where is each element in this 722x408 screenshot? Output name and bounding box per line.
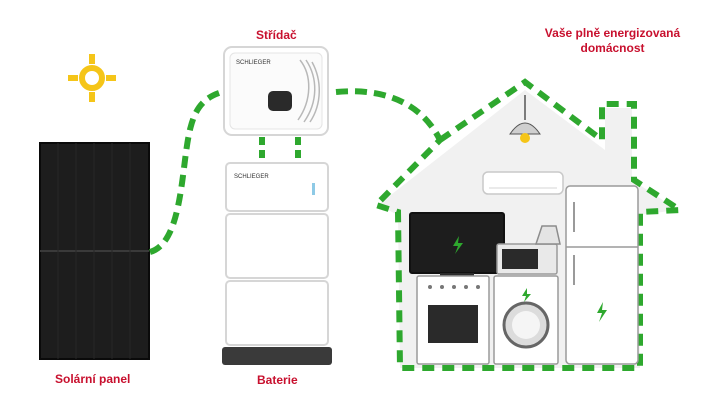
refrigerator	[565, 185, 639, 365]
television	[409, 212, 505, 278]
solar-panel-label: Solární panel	[55, 372, 131, 386]
energy-path-solar-inverter	[148, 89, 223, 255]
battery-label: Baterie	[257, 373, 298, 387]
bolt-icon	[597, 302, 607, 322]
kettle	[534, 225, 561, 245]
home-label-line2: domácnost	[580, 41, 645, 55]
washing-machine	[493, 275, 559, 365]
battery-brand: SCHLIEGER	[234, 174, 269, 180]
home-label: Vaše plně energizovaná domácnost	[525, 26, 700, 56]
lamp-icon	[509, 95, 541, 143]
bolt-icon	[453, 236, 463, 254]
house-outline	[370, 78, 690, 371]
inverter-brand: SCHLIEGER	[236, 60, 271, 66]
home-label-line1: Vaše plně energizovaná	[544, 26, 681, 40]
air-conditioner	[482, 171, 564, 195]
energy-path-inverter-battery	[259, 137, 301, 162]
solar-panel	[39, 142, 150, 360]
inverter-label: Střídač	[256, 28, 297, 42]
energy-path-inverter-house	[335, 88, 443, 142]
sun-icon	[68, 54, 116, 102]
bolt-icon	[522, 288, 531, 302]
oven	[416, 275, 490, 365]
battery-stack: SCHLIEGER	[222, 162, 332, 365]
microwave	[496, 243, 558, 275]
inverter-unit: SCHLIEGER	[223, 46, 329, 136]
